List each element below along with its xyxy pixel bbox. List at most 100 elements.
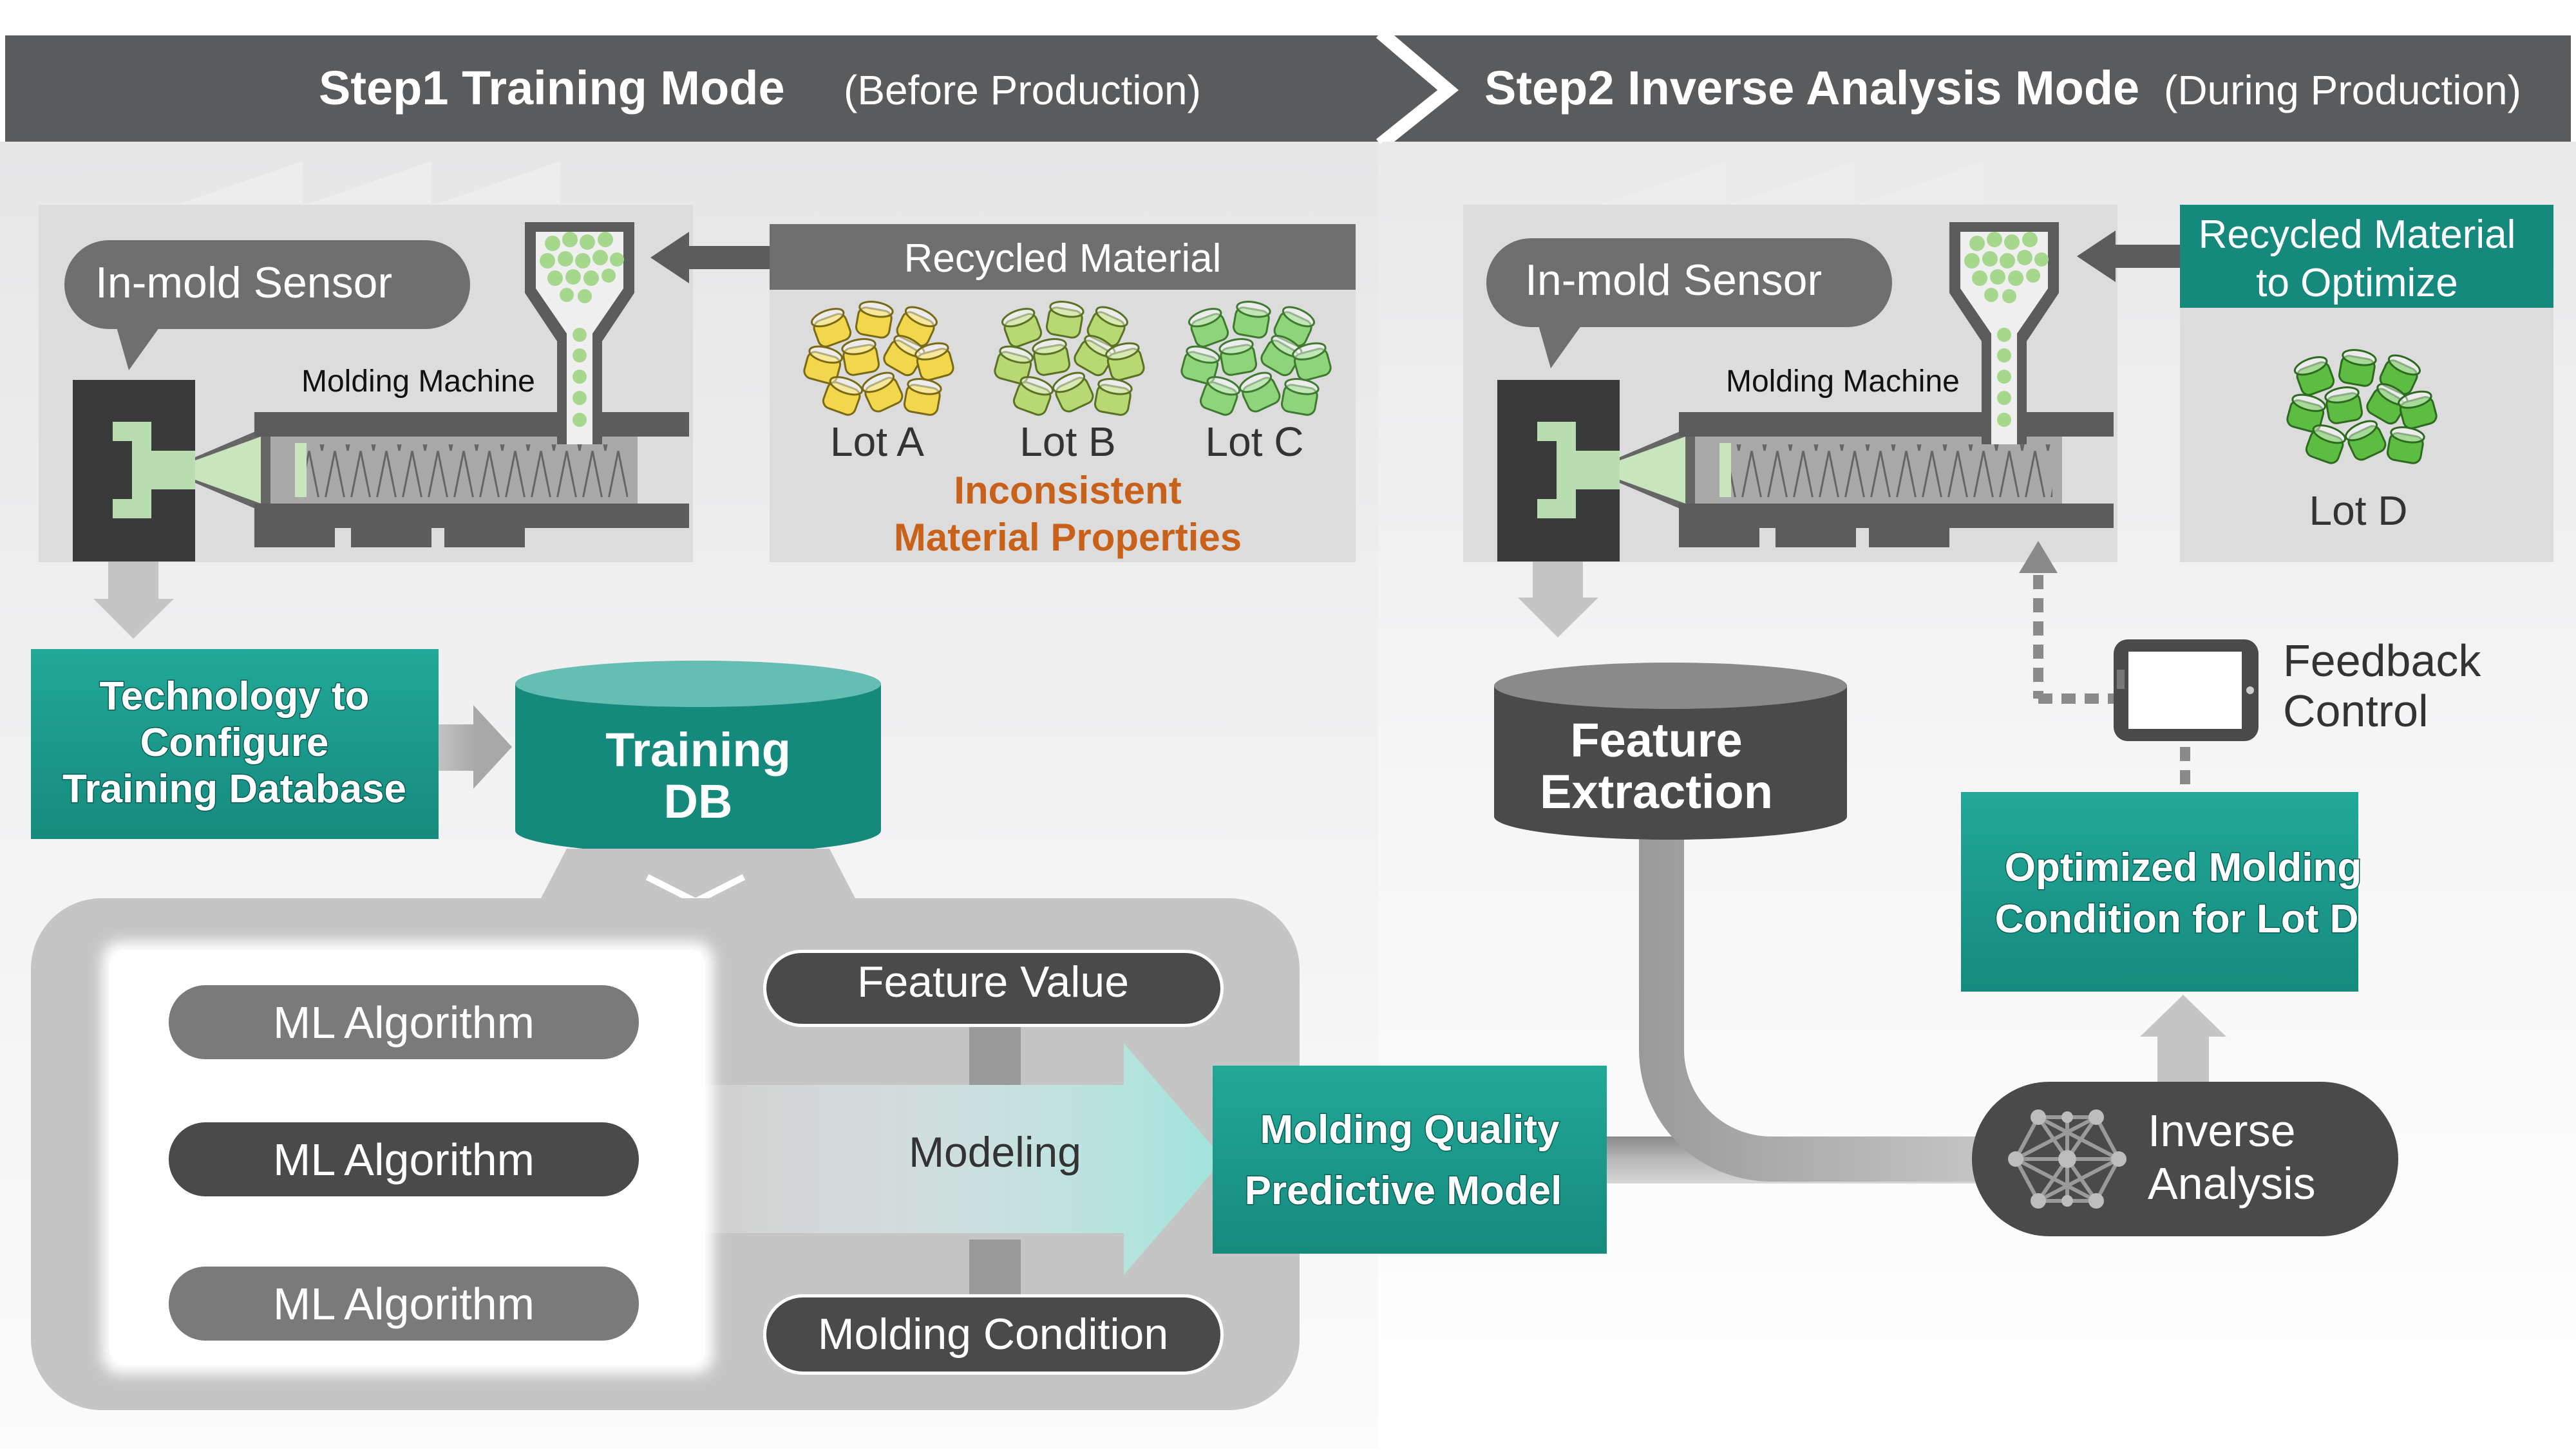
pellet [1292, 342, 1332, 381]
model-line2: Predictive Model [1245, 1169, 1562, 1213]
step2-machine-label: Molding Machine [1726, 364, 1960, 399]
pellet [1180, 345, 1220, 384]
pellet [1032, 338, 1071, 376]
feedback-line1: Feedback [2283, 636, 2481, 686]
step1-subtitle: (Before Production) [844, 67, 1201, 113]
db-line2: DB [664, 775, 733, 828]
pellet [903, 378, 942, 416]
modeling-label: Modeling [909, 1128, 1081, 1176]
pellet [841, 338, 880, 376]
step1-molding-machine: Molding Machine [73, 222, 689, 561]
pellet [1280, 378, 1320, 416]
ml-algorithm-3: ML Algorithm [169, 1267, 639, 1341]
molding-condition-label: Molding Condition [818, 1310, 1168, 1359]
pellet [1218, 338, 1258, 376]
inverse-line1: Inverse [2148, 1106, 2296, 1156]
lot-a-label: Lot A [830, 419, 924, 465]
pellet [810, 308, 852, 348]
pellet [1239, 372, 1281, 413]
pellet [822, 376, 864, 416]
pellet [1199, 376, 1241, 416]
pellet [1086, 306, 1128, 347]
pellet [994, 345, 1034, 384]
tech-to-db-arrow [439, 705, 512, 789]
step1-title: Step1 Training Mode [319, 61, 785, 115]
pellet [1001, 308, 1043, 348]
step2-down-arrow [1518, 561, 1598, 637]
feature-value-label: Feature Value [857, 957, 1129, 1006]
pellet [2293, 356, 2335, 396]
ml-algorithm-1: ML Algorithm [169, 985, 639, 1059]
model-line1: Molding Quality [1260, 1108, 1560, 1152]
step1-material-title: Recycled Material [904, 236, 1222, 281]
feature-extraction-line2: Extraction [1540, 765, 1773, 818]
pellet [2345, 420, 2387, 461]
pellet [2286, 393, 2326, 433]
step1-down-arrow [93, 561, 174, 639]
feature-extraction-line1: Feature [1570, 713, 1742, 767]
ml-algorithm-3-label: ML Algorithm [273, 1279, 535, 1329]
feature-extraction-db: Feature Extraction [1494, 663, 1847, 840]
step2-material-title2: to Optimize [2256, 261, 2458, 305]
lot-d-label: Lot D [2309, 487, 2408, 534]
pellet [1094, 378, 1133, 416]
lot-b-pellets [994, 301, 1145, 416]
tech-box: Technology to Configure Training Databas… [31, 649, 439, 839]
pellet [2386, 426, 2425, 464]
lot-c-pellets [1180, 301, 1332, 416]
step1-recycled-material: Recycled Material Lot A Lot B Lot C Inco… [770, 224, 1356, 562]
pellet [2398, 390, 2438, 429]
pellet [862, 372, 904, 413]
optimized-line1: Optimized Molding [2005, 845, 2362, 890]
pellet [1260, 335, 1303, 377]
tech-box-line3: Training Database [62, 767, 406, 811]
pellet [1045, 301, 1084, 339]
pellet [1012, 376, 1054, 416]
lot-d-pellets [2286, 349, 2438, 464]
warning-line1: Inconsistent [954, 469, 1181, 512]
pellet [1052, 372, 1094, 413]
header-bar: Step1 Training Mode (Before Production) … [5, 33, 2571, 144]
lot-a-pellets [803, 301, 954, 416]
inverse-line2: Analysis [2148, 1158, 2316, 1209]
pellet [803, 345, 843, 384]
training-db: Training DB [515, 661, 881, 854]
pellet [855, 301, 894, 339]
step2-title: Step2 Inverse Analysis Mode [1484, 61, 2139, 115]
lot-c-label: Lot C [1206, 419, 1304, 465]
feature-connector [969, 1027, 1021, 1085]
ml-algorithm-2: ML Algorithm [169, 1122, 639, 1196]
step1-sensor-tag: In-mold Sensor [64, 240, 470, 370]
modeling-arrow: Modeling [106, 1043, 1224, 1275]
condition-connector [969, 1240, 1021, 1294]
pellet [2305, 424, 2347, 464]
step1-sensor-label: In-mold Sensor [95, 258, 392, 307]
step2-subtitle: (During Production) [2164, 67, 2521, 113]
ml-algorithm-1-label: ML Algorithm [273, 997, 535, 1048]
pellet [2338, 349, 2377, 387]
step2-sensor-label: In-mold Sensor [1525, 256, 1822, 305]
tablet-icon [2114, 639, 2259, 741]
step2-sensor-tag: In-mold Sensor [1486, 238, 1892, 368]
optimized-line2: Condition for Lot D [1995, 897, 2359, 941]
feedback-line2: Control [2283, 686, 2429, 736]
up-arrow-to-optimized [2140, 995, 2226, 1082]
lot-b-label: Lot B [1019, 419, 1115, 465]
feature-value: Feature Value [763, 950, 1224, 1027]
pellet [914, 342, 954, 381]
optimized-condition-box: Optimized Molding Condition for Lot D [1961, 792, 2363, 992]
step2-recycled-material: Recycled Material to Optimize Lot D [2180, 205, 2553, 562]
molding-condition: Molding Condition [763, 1294, 1224, 1375]
connector-pipes [1604, 831, 2009, 1183]
tech-box-line1: Technology to [99, 674, 369, 719]
pellet [1105, 342, 1145, 381]
tech-box-line2: Configure [140, 721, 329, 765]
db-line1: Training [605, 723, 791, 777]
step2-material-title1: Recycled Material [2199, 212, 2516, 257]
ml-algorithm-2-label: ML Algorithm [273, 1135, 535, 1185]
step1-machine-label: Molding Machine [301, 364, 535, 399]
pellet [1188, 308, 1229, 348]
inverse-analysis: Inverse Analysis [1972, 1082, 2398, 1236]
feedback-dotted-path [2019, 541, 2190, 792]
